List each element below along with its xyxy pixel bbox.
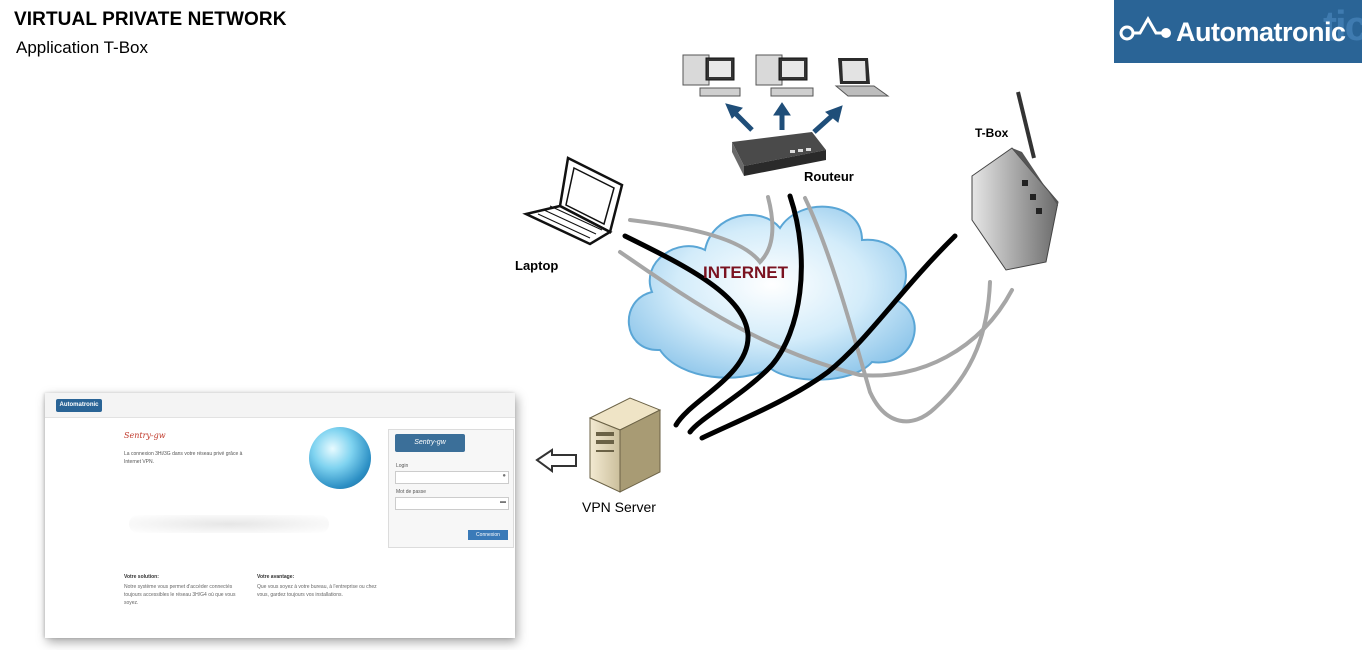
page-title: VIRTUAL PRIVATE NETWORK: [14, 9, 287, 30]
screenshot-login-label: Login: [396, 463, 409, 469]
keyboard-icon: ▬: [500, 499, 506, 505]
tbox-label: T-Box: [975, 126, 1009, 140]
screenshot-login-box: Sentry-gw Login ● Mot de passe ▬ Connexi…: [388, 429, 514, 548]
router-label: Routeur: [804, 169, 854, 184]
logo-watermark: tic: [1322, 2, 1362, 49]
page-subtitle: Application T-Box: [16, 38, 148, 57]
automatronic-logo: tic Automatronic: [1114, 0, 1362, 63]
screenshot-app-name: Sentry-gw: [124, 431, 166, 440]
screenshot-password-field: ▬: [395, 497, 509, 510]
screenshot-login-logo: Sentry-gw: [395, 434, 465, 452]
screenshot-col2-title: Votre avantage:: [257, 574, 295, 580]
tunnel-lines-black: [622, 193, 958, 441]
logo-plug-icon: [1119, 15, 1171, 41]
screenshot-shadow-bar: [129, 515, 329, 533]
screenshot-col1-title: Votre solution:: [124, 574, 159, 580]
user-icon: ●: [502, 473, 506, 479]
screenshot-password-label: Mot de passe: [396, 489, 427, 495]
router-icon: [732, 132, 826, 176]
laptop-icon: [522, 156, 624, 246]
web-interface-screenshot: Automatronic Sentry-gw La connexion 3Hi/…: [45, 393, 515, 638]
tunnel-lines-gray: [618, 195, 1014, 424]
screenshot-connect-button: Connexion: [468, 530, 508, 540]
screenshot-col1-text: Notre système vous permet d'accéder conn…: [124, 584, 236, 606]
vpn-server-icon: [588, 397, 662, 493]
screenshot-topbar: Automatronic: [45, 393, 515, 418]
screenshot-description: La connexion 3Hi/3G dans votre réseau pr…: [124, 451, 243, 465]
logo-text: Automatronic: [1176, 17, 1346, 47]
tbox-device-icon: [971, 91, 1059, 271]
screenshot-brand: Automatronic: [56, 399, 102, 412]
desktop-pc-icon-1: [682, 54, 741, 97]
vpn-server-label: VPN Server: [582, 499, 656, 515]
globe-icon: [309, 427, 371, 489]
router-to-pc-arrows: [725, 102, 843, 134]
screenshot-login-field: ●: [395, 471, 509, 484]
desktop-pc-icon-2: [755, 54, 814, 97]
hollow-left-arrow-icon: [535, 448, 577, 473]
internet-label: INTERNET: [703, 263, 788, 282]
internet-cloud: [628, 205, 916, 381]
laptop-label: Laptop: [515, 258, 559, 273]
notebook-pc-icon: [834, 58, 890, 97]
screenshot-col2-text: Que vous soyez à votre bureau, à l'entre…: [257, 584, 377, 598]
